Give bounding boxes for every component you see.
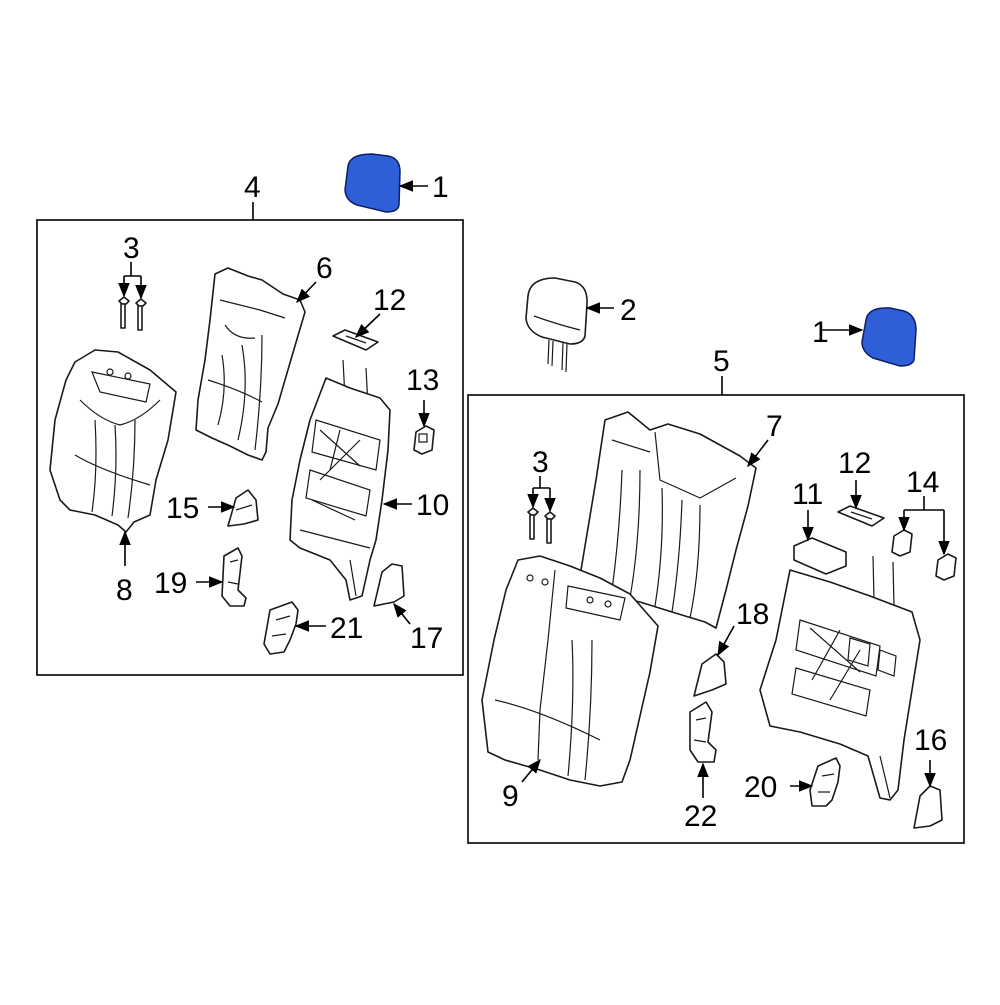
callout-8: 8: [116, 574, 133, 607]
callout-3-right: 3: [532, 446, 549, 479]
callout-17: 17: [410, 622, 443, 655]
callout-1-right: 1: [812, 316, 829, 349]
seat-frame-right[interactable]: [759, 537, 921, 801]
callout-13: 13: [406, 364, 439, 397]
trim-15[interactable]: [227, 489, 259, 527]
bracket-20[interactable]: [809, 757, 841, 807]
trim-18[interactable]: [693, 653, 727, 697]
callout-12-left: 12: [373, 284, 406, 317]
callout-14: 14: [906, 466, 939, 499]
bracket-22[interactable]: [689, 701, 717, 763]
callout-2: 2: [620, 294, 637, 327]
seat-frame-left[interactable]: [289, 359, 391, 601]
trim-17[interactable]: [373, 563, 405, 607]
bolt-set-left[interactable]: [118, 296, 147, 331]
seat-back-cover-left[interactable]: [195, 267, 306, 461]
callout-12-right: 12: [838, 447, 871, 480]
latch-left[interactable]: [413, 425, 435, 455]
callout-19: 19: [154, 567, 187, 600]
callout-18: 18: [736, 598, 769, 631]
callout-11: 11: [792, 478, 823, 511]
callout-labels: 1 1 2 3 3 4 5 6 7 8 9 10 11 12 12 13 14 …: [116, 171, 947, 833]
headrest-highlighted-right[interactable]: [861, 307, 917, 367]
callout-1-left: 1: [432, 171, 449, 204]
callout-4: 4: [244, 171, 261, 204]
leader-lines: [118, 180, 950, 798]
bolt-set-right[interactable]: [527, 507, 556, 544]
seat-back-pad-right[interactable]: [481, 555, 659, 787]
callout-6: 6: [316, 252, 333, 285]
callout-16: 16: [914, 724, 947, 757]
latch-right[interactable]: [891, 529, 957, 581]
right-assembly-box: [467, 394, 965, 844]
callout-20: 20: [744, 771, 777, 804]
callout-3-left: 3: [123, 232, 140, 265]
callout-5: 5: [713, 345, 730, 378]
callout-10: 10: [416, 489, 449, 522]
guide-left[interactable]: [332, 329, 379, 351]
guide-right[interactable]: [837, 505, 885, 527]
headrest-center[interactable]: [525, 277, 588, 373]
left-assembly-box: [36, 219, 464, 676]
bracket-19[interactable]: [221, 547, 247, 607]
callout-22: 22: [684, 800, 717, 833]
callout-15: 15: [166, 492, 199, 525]
bracket-21[interactable]: [263, 601, 299, 655]
trim-16[interactable]: [913, 785, 943, 829]
seat-back-pad-left[interactable]: [49, 349, 177, 533]
headrest-highlighted-left[interactable]: [344, 153, 401, 213]
callout-21: 21: [330, 612, 363, 645]
callout-7: 7: [766, 410, 783, 443]
callout-9: 9: [502, 780, 519, 813]
